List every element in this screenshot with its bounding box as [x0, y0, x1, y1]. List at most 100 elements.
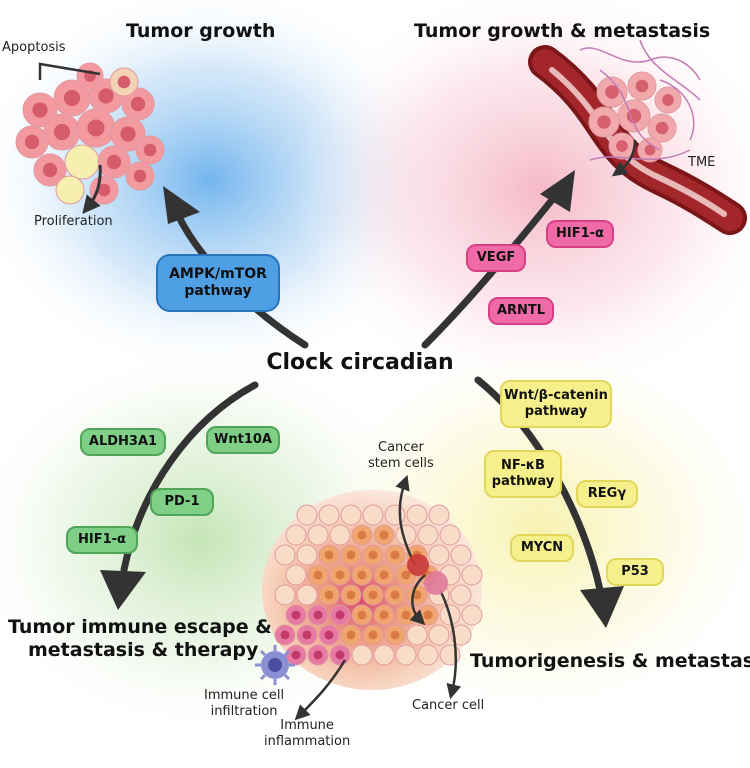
pill-mycn: MYCN: [510, 534, 574, 562]
label-cancer-stem-line1: Cancer: [378, 440, 424, 455]
bottom-tumor-cell: [285, 524, 307, 546]
metastatic-cell-nucleus: [626, 108, 642, 124]
title-tumor-growth: Tumor growth: [126, 20, 276, 42]
bottom-tumor-cell-nucleus: [401, 610, 411, 620]
bottom-tumor-cell: [307, 524, 329, 546]
bottom-tumor-cell: [274, 544, 296, 566]
label-immune-infiltration-line1: Immune cell: [204, 688, 285, 703]
bottom-tumor-cell: [417, 644, 439, 666]
bottom-tumor-cell-nucleus: [324, 590, 334, 600]
bottom-tumor-cell: [428, 504, 450, 526]
tumor-cell-nucleus: [106, 154, 122, 170]
pill-hif1a-top: HIF1-α: [546, 220, 614, 248]
tumor-cell: [55, 175, 85, 205]
bottom-tumor-cell: [285, 564, 307, 586]
proliferating-tumor-cluster: [15, 62, 165, 205]
bottom-tumor-cell-nucleus: [313, 610, 323, 620]
label-immune-inflammation-line2: inflammation: [264, 734, 351, 750]
bottom-tumor-cell-nucleus: [412, 590, 422, 600]
bottom-tumor-cell-nucleus: [368, 630, 378, 640]
label-immune-infiltration: Immune cell infiltration: [204, 688, 284, 721]
metastatic-cell-nucleus: [662, 94, 674, 106]
tumor-cell-nucleus: [87, 119, 105, 137]
pill-hif1a-bottom: HIF1-α: [66, 526, 138, 554]
tumor-cell-nucleus: [63, 89, 81, 107]
tme-arrow: [611, 139, 637, 177]
pill-pd1: PD-1: [150, 488, 214, 516]
tumor-cell-nucleus: [143, 143, 157, 157]
bottom-tumor-cell-nucleus: [401, 570, 411, 580]
label-proliferation: Proliferation: [34, 214, 113, 229]
arrowhead-tumorigenesis: [580, 586, 624, 628]
bottom-tumor-cell: [384, 504, 406, 526]
arrow-cancer-cell-inner: [409, 574, 426, 626]
bottom-tumor-cell-nucleus: [390, 590, 400, 600]
bottom-tumor-cell-nucleus: [313, 570, 323, 580]
label-cancer-cell: Cancer cell: [412, 698, 485, 713]
pill-ampk-mtor: AMPK/mTOR pathway: [156, 254, 280, 312]
tumor-cell-nucleus: [117, 75, 131, 89]
metastatic-cell-nucleus: [605, 85, 619, 99]
metastatic-cell-nucleus: [616, 140, 628, 152]
tumor-cell-nucleus: [130, 96, 146, 112]
title-tumor-growth-metastasis: Tumor growth & metastasis: [414, 20, 711, 42]
bottom-tumor-cell: [362, 504, 384, 526]
metastatic-cell-nucleus: [635, 79, 649, 93]
immune-cell: [255, 645, 295, 685]
label-tme: TME: [688, 155, 716, 170]
bottom-tumor-cell: [461, 564, 483, 586]
bottom-tumor-cell-nucleus: [423, 610, 433, 620]
tumor-detail-arrows: [294, 474, 462, 721]
tumor-cell-nucleus: [120, 126, 136, 142]
bottom-tumor-cell: [439, 524, 461, 546]
bottom-tumor-cell: [450, 544, 472, 566]
bottom-tumor-cell-nucleus: [280, 630, 290, 640]
bottom-tumor-cell-nucleus: [313, 650, 323, 660]
bottom-tumor-cell-nucleus: [357, 530, 367, 540]
bottom-tumor-cell-nucleus: [346, 630, 356, 640]
label-cancer-stem-line2: stem cells: [368, 456, 434, 472]
bottom-tumor-cell-nucleus: [291, 610, 301, 620]
label-immune-inflammation: Immune inflammation: [264, 718, 350, 751]
title-tumorigenesis: Tumorigenesis & metastasis: [470, 650, 750, 672]
tumor-cell-nucleus: [32, 102, 48, 118]
arrow-immune-inflammation: [294, 659, 347, 721]
metastatic-cell-nucleus: [597, 115, 611, 129]
blood-vessel: [528, 45, 747, 235]
bottom-tumor-cell-nucleus: [302, 630, 312, 640]
bottom-tumor-cell-nucleus: [346, 550, 356, 560]
bottom-tumor-cell: [351, 644, 373, 666]
bottom-tumor-cell: [296, 584, 318, 606]
bottom-tumor-cell: [318, 504, 340, 526]
center-title: Clock circadian: [266, 350, 454, 375]
bottom-tumor-cell-nucleus: [324, 550, 334, 560]
pill-nfkb: NF-κB pathway: [484, 450, 562, 498]
tumor-cell-nucleus: [98, 88, 114, 104]
label-immune-infiltration-line2: infiltration: [210, 704, 278, 720]
bottom-tumor-cell-nucleus: [368, 550, 378, 560]
tumor-cell: [64, 144, 100, 180]
bottom-tumor-cell: [329, 524, 351, 546]
arrow-cancer-cell: [438, 589, 462, 700]
bottom-tumor-cell-nucleus: [335, 650, 345, 660]
bottom-tumor-cell: [274, 584, 296, 606]
arrow-cancer-stem: [395, 474, 417, 566]
bottom-tumor-cell-nucleus: [379, 570, 389, 580]
bottom-tumor-cell-nucleus: [390, 550, 400, 560]
bottom-tumor-cell: [373, 644, 395, 666]
tumor-cell-nucleus: [42, 162, 58, 178]
pill-reg-gamma: REGγ: [576, 480, 638, 508]
title-immune-escape-line1: Tumor immune escape &: [8, 616, 272, 638]
pill-vegf: VEGF: [466, 244, 526, 272]
bottom-tumor-cell-nucleus: [379, 610, 389, 620]
bottom-tumor-cell-nucleus: [291, 650, 301, 660]
bottom-tumor-cell-nucleus: [379, 530, 389, 540]
apoptosis-bracket: [38, 62, 101, 80]
pill-arntl: ARNTL: [488, 297, 554, 325]
bottom-tumor-cell-nucleus: [335, 610, 345, 620]
pill-wnt10a: Wnt10A: [206, 426, 280, 454]
bottom-tumor-cell: [417, 524, 439, 546]
bottom-tumor-cell-nucleus: [390, 630, 400, 640]
extracellular-fibers: [579, 39, 701, 161]
